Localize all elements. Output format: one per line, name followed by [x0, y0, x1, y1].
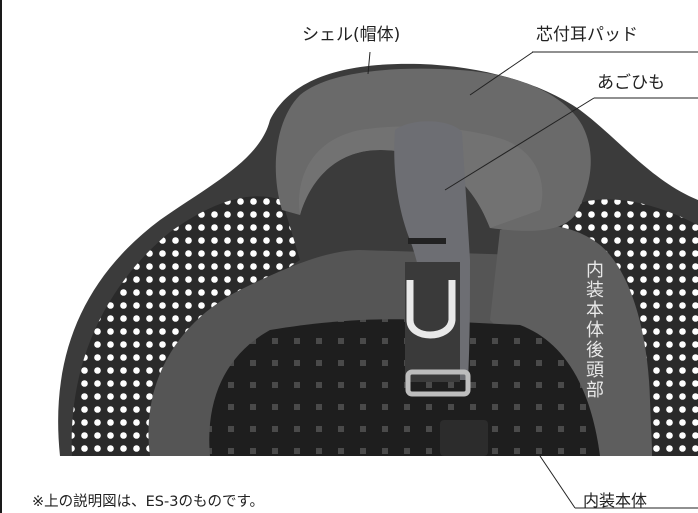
mesh-lining	[209, 319, 600, 456]
label-shell: シェル(帽体)	[302, 25, 401, 45]
leader-shell	[367, 51, 371, 75]
ear-pad-inner	[299, 126, 543, 228]
label-inner-body: 内装本体	[583, 491, 648, 510]
d-ring	[406, 280, 456, 339]
label-inner-rear: 内装本体後頭部	[583, 260, 604, 400]
leader-ear-pad	[469, 51, 534, 96]
strap-buckle	[405, 369, 471, 397]
strap-teeth	[408, 238, 446, 244]
dotted-padding	[71, 196, 300, 456]
leader-chin-strap	[444, 97, 595, 191]
strap-end	[440, 420, 488, 456]
inner-rear-panel	[490, 225, 652, 456]
frame-border	[0, 0, 2, 513]
leader-inner-body	[539, 455, 576, 509]
label-ear-pad: 芯付耳パッド	[536, 25, 638, 45]
footnote: ※上の説明図は、ES-3のものです。	[32, 494, 265, 510]
label-chin-strap: あごひも	[597, 73, 665, 93]
